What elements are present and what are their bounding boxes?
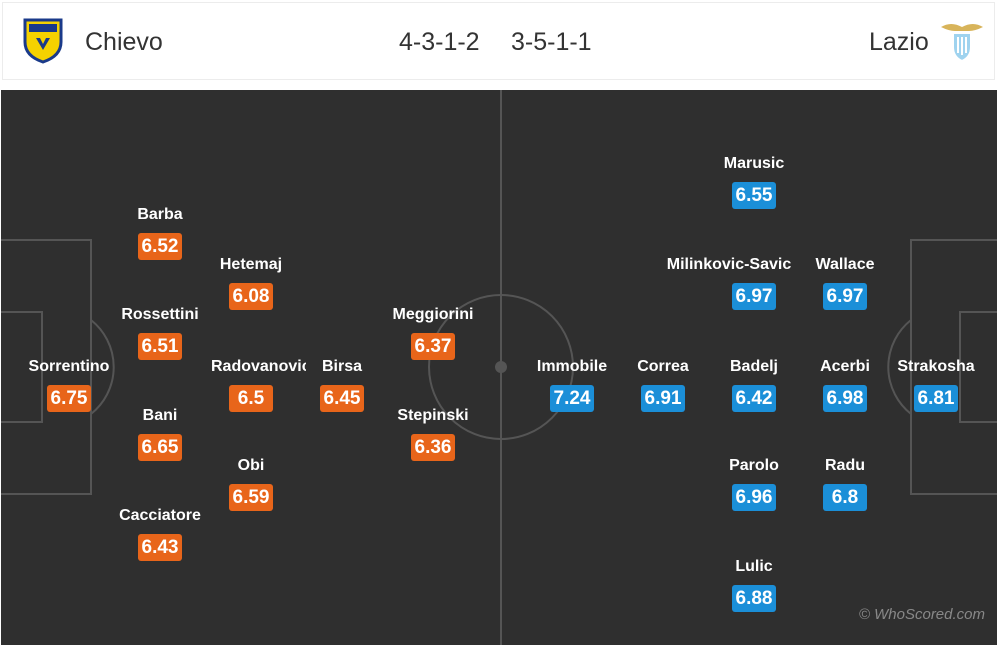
pitch-markings	[1, 90, 997, 645]
player-rating: 6.51	[138, 333, 182, 360]
home-player[interactable]: Stepinski 6.36	[378, 406, 488, 461]
home-player[interactable]: Barba 6.52	[105, 205, 215, 260]
player-name: Parolo	[729, 457, 779, 474]
away-player[interactable]: Wallace 6.97	[790, 255, 900, 310]
player-name: Rossettini	[121, 306, 199, 323]
away-player[interactable]: Lulic 6.88	[699, 557, 809, 612]
home-player[interactable]: Meggiorini 6.37	[378, 305, 488, 360]
away-player[interactable]: Strakosha 6.81	[881, 357, 991, 412]
home-player[interactable]: Birsa 6.45	[287, 357, 397, 412]
player-name: Meggiorini	[392, 306, 474, 323]
player-name: Radovanovic	[211, 358, 306, 375]
player-name: Barba	[137, 206, 183, 223]
player-rating: 6.52	[138, 233, 182, 260]
player-name: Acerbi	[820, 358, 870, 375]
player-name: Immobile	[536, 358, 608, 375]
home-player[interactable]: Obi 6.59	[196, 456, 306, 511]
player-rating: 6.37	[411, 333, 455, 360]
player-name: Lulic	[735, 558, 773, 575]
home-formation: 4-3-1-2	[399, 28, 480, 56]
home-player[interactable]: Rossettini 6.51	[105, 305, 215, 360]
player-name: Wallace	[815, 256, 875, 273]
lazio-eagle-crest-icon	[939, 17, 985, 63]
player-name: Correa	[637, 358, 689, 375]
whoscored-watermark: © WhoScored.com	[858, 606, 985, 623]
away-player[interactable]: Radu 6.8	[790, 456, 900, 511]
player-name: Marusic	[723, 155, 785, 172]
home-player[interactable]: Hetemaj 6.08	[196, 255, 306, 310]
player-rating: 7.24	[550, 385, 594, 412]
away-formation: 3-5-1-1	[511, 28, 592, 56]
player-rating: 6.65	[138, 434, 182, 461]
player-name: Obi	[237, 457, 265, 474]
chievo-crest-icon	[21, 16, 65, 64]
home-team-name: Chievo	[85, 28, 163, 56]
home-player[interactable]: Sorrentino 6.75	[14, 357, 124, 412]
player-rating: 6.55	[732, 182, 776, 209]
home-player[interactable]: Cacciatore 6.43	[105, 506, 215, 561]
player-name: Cacciatore	[119, 507, 201, 524]
player-rating: 6.98	[823, 385, 867, 412]
away-player[interactable]: Milinkovic-Savic 6.97	[667, 255, 809, 310]
player-name: Strakosha	[897, 358, 975, 375]
player-rating: 6.43	[138, 534, 182, 561]
player-rating: 6.5	[229, 385, 273, 412]
away-player[interactable]: Correa 6.91	[608, 357, 718, 412]
player-rating: 6.97	[732, 283, 776, 310]
player-rating: 6.88	[732, 585, 776, 612]
player-name: Stepinski	[397, 407, 469, 424]
player-rating: 6.75	[47, 385, 91, 412]
player-rating: 6.96	[732, 484, 776, 511]
player-rating: 6.45	[320, 385, 364, 412]
home-player[interactable]: Radovanovic 6.5	[196, 357, 306, 412]
player-rating: 6.8	[823, 484, 867, 511]
player-name: Milinkovic-Savic	[666, 256, 792, 273]
player-rating: 6.59	[229, 484, 273, 511]
away-player[interactable]: Immobile 7.24	[517, 357, 627, 412]
player-rating: 6.81	[914, 385, 958, 412]
player-rating: 6.08	[229, 283, 273, 310]
player-name: Hetemaj	[219, 256, 283, 273]
away-player[interactable]: Badelj 6.42	[699, 357, 809, 412]
match-header: Chievo 4-3-1-2 3-5-1-1 Lazio	[2, 2, 995, 80]
player-name: Bani	[142, 407, 178, 424]
home-player[interactable]: Bani 6.65	[105, 406, 215, 461]
player-rating: 6.36	[411, 434, 455, 461]
away-player[interactable]: Acerbi 6.98	[790, 357, 900, 412]
away-player[interactable]: Marusic 6.55	[699, 154, 809, 209]
player-name: Radu	[825, 457, 865, 474]
player-rating: 6.91	[641, 385, 685, 412]
player-name: Badelj	[729, 358, 778, 375]
away-team-name: Lazio	[869, 28, 929, 56]
player-name: Sorrentino	[28, 358, 110, 375]
pitch: Sorrentino 6.75 Barba 6.52 Rossettini 6.…	[1, 90, 997, 645]
player-rating: 6.97	[823, 283, 867, 310]
away-player[interactable]: Parolo 6.96	[699, 456, 809, 511]
player-rating: 6.42	[732, 385, 776, 412]
player-name: Birsa	[321, 358, 363, 375]
